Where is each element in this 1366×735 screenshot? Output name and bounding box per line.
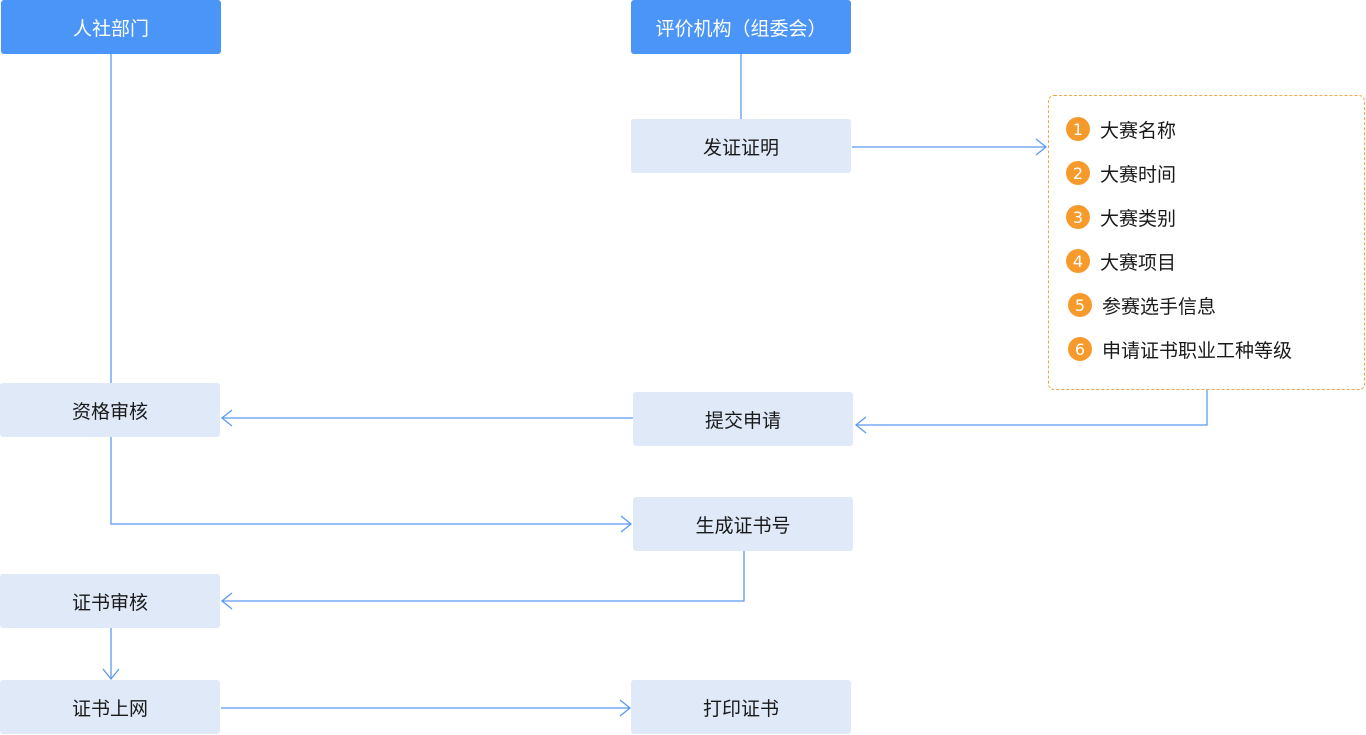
number-badge-icon: 3: [1066, 205, 1090, 229]
number-badge-icon: 4: [1066, 249, 1090, 273]
info-item: 5 参赛选手信息: [1068, 292, 1216, 318]
info-item-label: 大赛类别: [1100, 207, 1177, 230]
info-item-label: 大赛名称: [1100, 119, 1177, 142]
step-issue-proof: 发证证明: [631, 119, 851, 173]
number-badge-icon: 6: [1068, 337, 1092, 361]
application-info-box: 1 大赛名称 2 大赛时间 3 大赛类别 4 大赛项目 5 参赛选手信息 6 申…: [1048, 95, 1365, 390]
info-item-label: 大赛项目: [1100, 251, 1177, 274]
arrowhead-qualification: [220, 409, 233, 427]
info-item-label: 大赛时间: [1100, 163, 1177, 186]
info-item: 2 大赛时间: [1066, 160, 1176, 186]
number-badge-icon: 5: [1068, 293, 1092, 317]
step-print-cert: 打印证书: [631, 680, 851, 734]
step-cert-review: 证书审核: [0, 574, 220, 628]
connector-qualification-to-generate: [110, 437, 631, 525]
info-item: 4 大赛项目: [1066, 248, 1176, 274]
connector-generate-to-certreview: [222, 551, 745, 602]
header-eval-org: 评价机构（组委会）: [631, 0, 851, 54]
step-qualification-review: 资格审核: [0, 383, 220, 437]
info-item-label: 参赛选手信息: [1102, 295, 1217, 318]
arrowhead-certreview: [220, 592, 233, 610]
header-hr-dept: 人社部门: [1, 0, 221, 54]
info-item: 1 大赛名称: [1066, 116, 1176, 142]
number-badge-icon: 1: [1066, 117, 1090, 141]
arrowhead-print: [619, 699, 632, 717]
step-submit-application: 提交申请: [633, 392, 853, 446]
arrowhead-online: [102, 668, 120, 681]
arrowhead-info: [1035, 138, 1048, 156]
connector-info-to-submit: [856, 390, 1208, 426]
info-item: 6 申请证书职业工种等级: [1068, 336, 1292, 362]
arrowhead-submit: [854, 416, 867, 434]
info-item: 3 大赛类别: [1066, 204, 1176, 230]
arrowhead-generate: [620, 515, 633, 533]
info-item-label: 申请证书职业工种等级: [1102, 339, 1293, 362]
step-generate-cert-no: 生成证书号: [633, 497, 853, 551]
number-badge-icon: 2: [1066, 161, 1090, 185]
step-cert-online: 证书上网: [0, 680, 220, 734]
